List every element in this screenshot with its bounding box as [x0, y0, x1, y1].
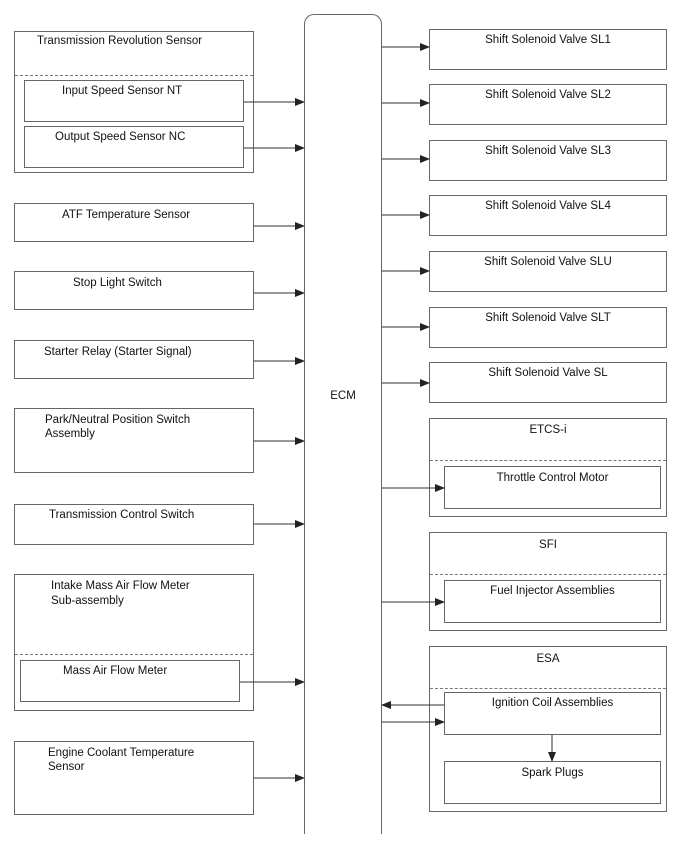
ignition-coil-assemblies-label: Ignition Coil Assemblies — [491, 697, 614, 709]
shift-solenoid-sl1-box — [429, 29, 667, 70]
coolant-temperature-sensor-label-line2: Sensor — [48, 761, 85, 773]
shift-solenoid-sl3-box — [429, 140, 667, 181]
starter-relay-box — [14, 340, 254, 379]
throttle-control-motor-label: Throttle Control Motor — [496, 472, 609, 484]
transmission-revolution-sensor-title: Transmission Revolution Sensor — [37, 35, 203, 47]
output-speed-sensor-box — [24, 126, 244, 168]
output-speed-sensor-label: Output Speed Sensor NC — [55, 131, 186, 143]
input-speed-sensor-label: Input Speed Sensor NT — [62, 85, 183, 97]
park-neutral-switch-box — [14, 408, 254, 473]
fuel-injector-assemblies-box — [444, 580, 661, 623]
etcs-i-title: ETCS-i — [529, 424, 567, 436]
mass-air-flow-meter-label: Mass Air Flow Meter — [63, 665, 168, 677]
group-divider — [15, 654, 253, 655]
spark-plugs-label: Spark Plugs — [521, 767, 584, 779]
atf-temperature-sensor-box — [14, 203, 254, 242]
group-divider — [430, 688, 666, 689]
coolant-temperature-sensor-label-line1: Engine Coolant Temperature — [48, 747, 195, 759]
stop-light-switch-box — [14, 271, 254, 310]
ignition-coil-assemblies-box — [444, 692, 661, 735]
shift-solenoid-sl2-box — [429, 84, 667, 125]
shift-solenoid-sl2-label: Shift Solenoid Valve SL2 — [485, 89, 611, 101]
shift-solenoid-sl3-label: Shift Solenoid Valve SL3 — [485, 145, 611, 157]
sfi-title: SFI — [539, 539, 557, 551]
park-neutral-switch-label-line1: Park/Neutral Position Switch — [45, 414, 191, 426]
shift-solenoid-sl-label: Shift Solenoid Valve SL — [488, 367, 608, 379]
starter-relay-label: Starter Relay (Starter Signal) — [44, 346, 192, 358]
coolant-temperature-sensor-box — [14, 741, 254, 815]
transmission-control-switch-box — [14, 504, 254, 545]
intake-maf-meter-title-line2: Sub-assembly — [51, 595, 124, 607]
fuel-injector-assemblies-label: Fuel Injector Assemblies — [490, 585, 615, 597]
esa-title: ESA — [536, 653, 560, 665]
group-divider — [15, 75, 253, 76]
shift-solenoid-sl4-box — [429, 195, 667, 236]
intake-maf-meter-title-line1: Intake Mass Air Flow Meter — [51, 580, 190, 592]
shift-solenoid-slt-label: Shift Solenoid Valve SLT — [485, 312, 611, 324]
transmission-control-switch-label: Transmission Control Switch — [49, 509, 195, 521]
group-divider — [430, 574, 666, 575]
shift-solenoid-slu-box — [429, 251, 667, 292]
throttle-control-motor-box — [444, 466, 661, 509]
shift-solenoid-slu-label: Shift Solenoid Valve SLU — [484, 256, 612, 268]
mass-air-flow-meter-box — [20, 660, 240, 702]
input-speed-sensor-box — [24, 80, 244, 122]
shift-solenoid-sl-box — [429, 362, 667, 403]
shift-solenoid-slt-box — [429, 307, 667, 348]
group-divider — [430, 460, 666, 461]
stop-light-switch-label: Stop Light Switch — [73, 277, 162, 289]
atf-temperature-sensor-label: ATF Temperature Sensor — [62, 209, 191, 221]
ecm-label: ECM — [330, 390, 356, 402]
ecm-block — [304, 14, 382, 834]
shift-solenoid-sl1-label: Shift Solenoid Valve SL1 — [485, 34, 611, 46]
shift-solenoid-sl4-label: Shift Solenoid Valve SL4 — [485, 200, 611, 212]
park-neutral-switch-label-line2: Assembly — [45, 428, 95, 440]
